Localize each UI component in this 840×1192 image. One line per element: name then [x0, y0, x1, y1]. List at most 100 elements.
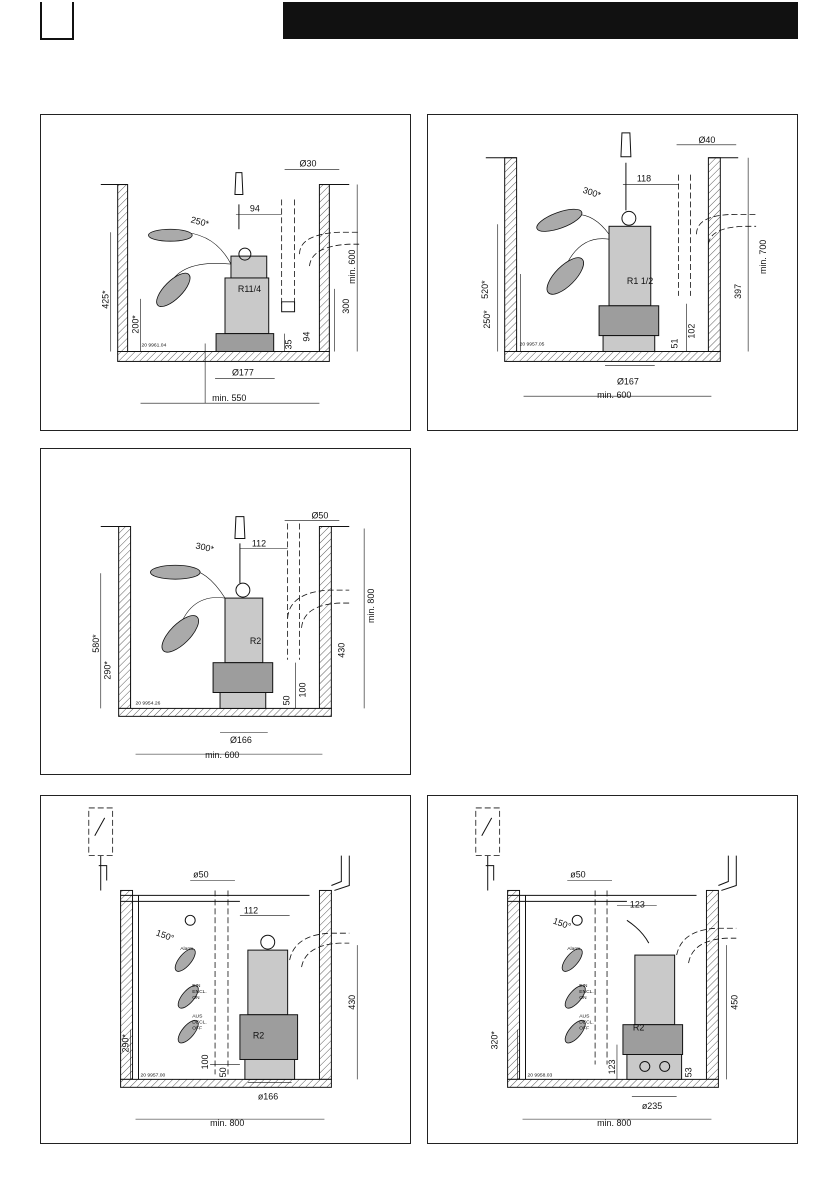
- dim-min-width: min. 800: [210, 1118, 244, 1128]
- dim-min-height: min. 700: [758, 240, 768, 274]
- diagram-panel-4: ø50 112 150° Alarm EIN ENCL. ON AUS DECL…: [40, 795, 411, 1144]
- drawing-number: 20 9954.26: [136, 700, 161, 706]
- label-on-de: EIN: [579, 983, 588, 989]
- pressure-pipe: [287, 523, 300, 660]
- dim-high-level: 580*: [91, 634, 101, 653]
- label-on-de: EIN: [192, 983, 201, 989]
- diagram-panel-2: Ø40 118 300* R1 1/2 min. 700 397 102 51 …: [427, 114, 798, 431]
- pump-body: [224, 597, 264, 664]
- float-switch-lower: [161, 615, 199, 653]
- dim-angle: 150°: [155, 928, 176, 944]
- dim-base: 50: [218, 1067, 228, 1077]
- dim-min-width: min. 600: [205, 750, 239, 760]
- float-switch-off: [564, 1019, 586, 1044]
- pump-base: [212, 662, 274, 693]
- dim-offset: 112: [252, 538, 266, 548]
- label-off-fr: DECL.: [192, 1020, 207, 1026]
- dim-high-level: 520*: [480, 280, 490, 299]
- label-thread: R2: [250, 636, 261, 646]
- dim-min-width: min. 800: [597, 1118, 631, 1128]
- dim-base: 53: [684, 1067, 694, 1077]
- dim-low: 94: [301, 332, 311, 342]
- dim-base-diameter: Ø177: [232, 367, 254, 377]
- pump-base: [215, 333, 275, 352]
- label-thread: R2: [633, 1023, 644, 1033]
- label-thread: R2: [253, 1031, 264, 1041]
- dim-low: 123: [607, 1059, 617, 1074]
- installation-drawing-2: Ø40 118 300* R1 1/2 min. 700 397 102 51 …: [480, 132, 768, 400]
- dim-pipe-diameter: ø50: [570, 870, 585, 880]
- installation-drawing-5: ø50 123 150° Alarm EIN ENCL. ON AUS DECL…: [475, 807, 739, 1128]
- drawing-number: 20 9961.04: [142, 343, 167, 349]
- label-alarm: Alarm: [180, 946, 193, 952]
- dim-pipe-height: 430: [336, 643, 346, 658]
- dim-pipe-height: 397: [733, 284, 743, 299]
- floor: [117, 351, 330, 362]
- pump-body: [608, 225, 652, 307]
- float-switch-on: [177, 985, 199, 1009]
- label-on-fr: ENCL.: [579, 989, 594, 995]
- dim-pipe-diameter: Ø40: [698, 135, 715, 145]
- dim-pipe-height: 300: [341, 299, 351, 314]
- drawing-number: 20 9958.03: [527, 1072, 552, 1078]
- label-off-en: OFF: [192, 1026, 202, 1032]
- dim-mid-level: 250*: [482, 310, 492, 329]
- pump-base: [622, 1024, 684, 1056]
- label-thread: R11/4: [238, 284, 261, 294]
- right-wall: [318, 889, 332, 1080]
- dim-base: 35: [284, 340, 294, 350]
- float-switch-upper: [150, 564, 201, 580]
- label-off-de: AUS: [579, 1014, 590, 1020]
- pump-body: [224, 277, 270, 335]
- label-alarm: Alarm: [567, 946, 580, 952]
- dim-mid-level: 320*: [490, 1031, 500, 1050]
- label-on-en: ON: [579, 995, 587, 1001]
- drawing-number: 20 9957.05: [520, 342, 545, 348]
- dim-low: 100: [298, 683, 308, 698]
- float-switch-lower: [546, 257, 584, 295]
- float-switch-lower: [156, 272, 191, 307]
- pump-body: [634, 954, 676, 1026]
- right-wall: [707, 157, 721, 352]
- label-off-fr: DECL.: [579, 1020, 594, 1026]
- dim-offset: 94: [250, 203, 260, 213]
- right-wall: [318, 184, 330, 352]
- floor: [118, 707, 332, 717]
- installation-drawing-1: Ø30 94 250* R11/4 min. 600 300 94 35 425…: [101, 159, 360, 404]
- floor: [120, 1078, 332, 1088]
- left-wall: [118, 526, 132, 709]
- dim-cable-length: 300*: [195, 541, 216, 555]
- dim-mid-level: 290*: [103, 661, 113, 680]
- dim-min-height: min. 600: [347, 250, 357, 284]
- dim-pipe-height: 430: [347, 995, 357, 1010]
- installation-drawing-4: ø50 112 150° Alarm EIN ENCL. ON AUS DECL…: [88, 807, 358, 1128]
- float-switch-alarm: [174, 948, 196, 972]
- dim-base-diameter: Ø167: [617, 376, 639, 386]
- pressure-pipe: [594, 890, 608, 1065]
- dim-base: 50: [282, 695, 292, 705]
- float-switch-upper: [148, 228, 193, 242]
- pressure-pipe: [678, 174, 691, 296]
- diagram-panel-1: Ø30 94 250* R11/4 min. 600 300 94 35 425…: [40, 114, 411, 431]
- dim-base: 51: [670, 339, 680, 349]
- dim-offset: 123: [630, 899, 645, 909]
- dim-mid-level: 200*: [131, 315, 141, 334]
- float-switch-upper: [536, 208, 583, 232]
- pump-stand: [626, 1054, 683, 1080]
- dim-pipe-height: 450: [729, 995, 739, 1010]
- float-switch-on: [564, 985, 586, 1009]
- diagram-panel-3: Ø50 112 300* R2 min. 800 430 100 50 580*…: [40, 448, 411, 775]
- dim-cable-length: 300*: [582, 185, 603, 200]
- header-bar: [283, 2, 798, 39]
- installation-drawing-3: Ø50 112 300* R2 min. 800 430 100 50 580*…: [91, 511, 376, 761]
- dim-pipe-diameter: Ø30: [300, 159, 317, 169]
- dim-low: 100: [200, 1054, 210, 1069]
- pressure-pipe: [214, 890, 229, 1075]
- dim-min-height: min. 800: [366, 589, 376, 623]
- label-off-de: AUS: [192, 1014, 203, 1020]
- pump-base: [239, 1014, 299, 1060]
- dim-min-width: min. 550: [212, 393, 246, 403]
- dim-angle: 150°: [552, 916, 573, 932]
- float-switch-off: [177, 1019, 199, 1044]
- label-on-en: ON: [192, 995, 200, 1001]
